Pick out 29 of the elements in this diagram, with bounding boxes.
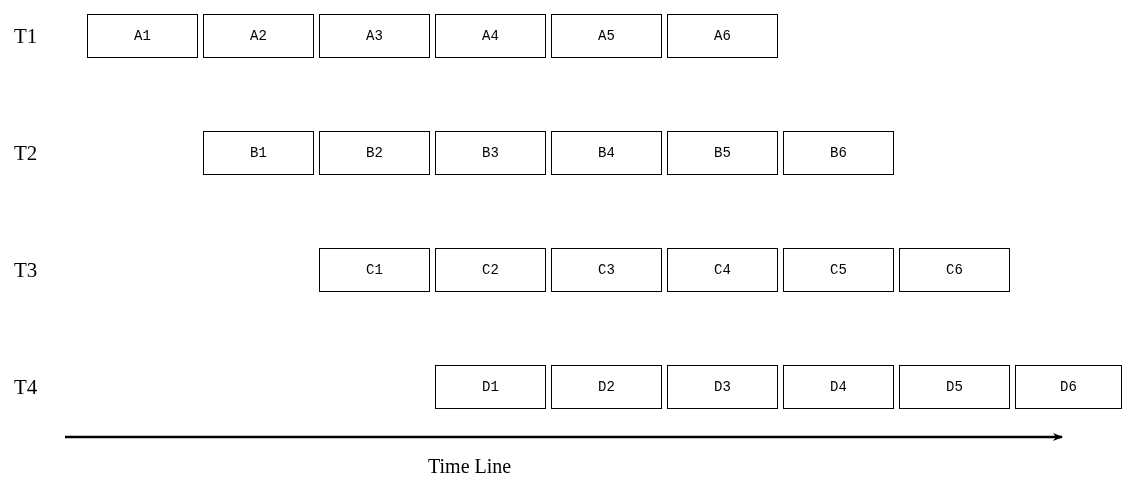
task-box: C2 <box>435 248 546 292</box>
task-box: A3 <box>319 14 430 58</box>
task-box: B2 <box>319 131 430 175</box>
task-box: C3 <box>551 248 662 292</box>
task-box: C4 <box>667 248 778 292</box>
task-box: D6 <box>1015 365 1122 409</box>
task-box: B5 <box>667 131 778 175</box>
task-box: A1 <box>87 14 198 58</box>
task-box: B3 <box>435 131 546 175</box>
row-label: T4 <box>14 376 38 398</box>
task-box: D1 <box>435 365 546 409</box>
task-box: D5 <box>899 365 1010 409</box>
task-box: A6 <box>667 14 778 58</box>
task-box: B1 <box>203 131 314 175</box>
axis-label: Time Line <box>428 455 512 477</box>
task-box: D4 <box>783 365 894 409</box>
task-box: A2 <box>203 14 314 58</box>
task-box: C5 <box>783 248 894 292</box>
task-box: C1 <box>319 248 430 292</box>
task-box: C6 <box>899 248 1010 292</box>
task-box: B4 <box>551 131 662 175</box>
row-label: T1 <box>14 25 38 47</box>
task-box: B6 <box>783 131 894 175</box>
task-box: A4 <box>435 14 546 58</box>
task-box: D2 <box>551 365 662 409</box>
row-label: T2 <box>14 142 38 164</box>
row-label: T3 <box>14 259 38 281</box>
task-box: A5 <box>551 14 662 58</box>
task-box: D3 <box>667 365 778 409</box>
